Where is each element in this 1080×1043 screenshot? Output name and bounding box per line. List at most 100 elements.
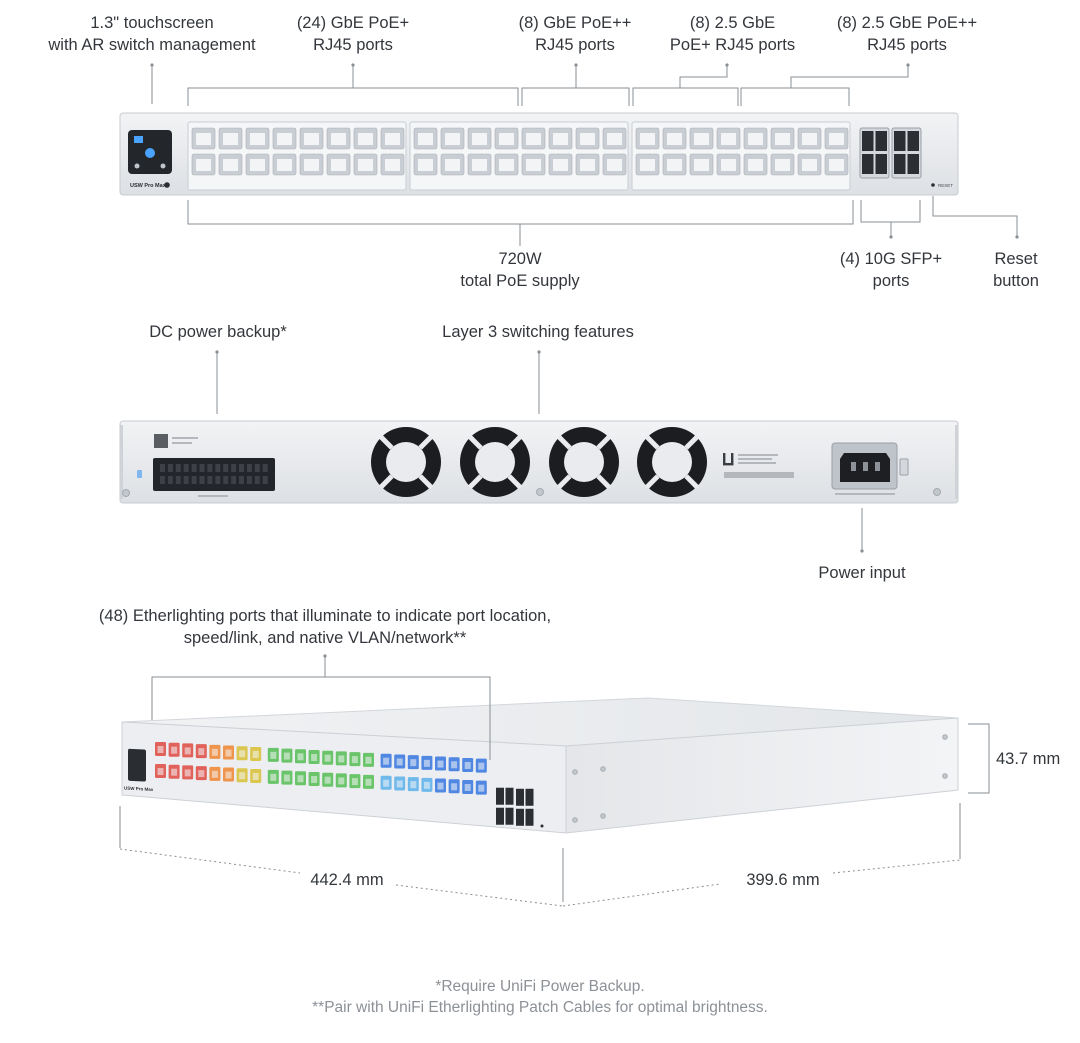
rj45-port-opening xyxy=(580,133,595,145)
callout-2-5gbe-poe-plus-dot xyxy=(725,63,729,67)
rj45-port-opening xyxy=(304,133,319,145)
label-2-5gbe-poe-plusplus: (8) 2.5 GbE PoE++ RJ45 ports xyxy=(836,14,978,54)
fan-grill-strut xyxy=(644,434,660,450)
etherlighting-port-opening xyxy=(437,782,444,790)
label-etherlighting: (48) Etherlighting ports that illuminate… xyxy=(98,607,552,647)
rj45-port-opening xyxy=(607,159,622,171)
rj45-port-opening xyxy=(418,159,433,171)
dc-pin xyxy=(191,464,197,472)
dc-pin xyxy=(175,464,181,472)
etherlighting-port-opening xyxy=(451,783,458,791)
dc-pin xyxy=(199,464,205,472)
label-dc-power-backup: DC power backup* xyxy=(149,323,287,341)
callout-power-input-dot xyxy=(860,549,864,553)
rear-callouts xyxy=(215,350,864,553)
rj45-port-opening xyxy=(553,133,568,145)
label-gbe-poe-plus: (24) GbE PoE+ RJ45 ports xyxy=(296,14,410,54)
ac-pin-center xyxy=(863,462,868,471)
dc-pin xyxy=(223,464,229,472)
sfp-cage[interactable] xyxy=(907,154,920,174)
rj45-port-opening xyxy=(331,133,346,145)
bracket-etherlighting xyxy=(151,676,491,760)
front-callouts xyxy=(150,63,1019,246)
etherlighting-port-opening xyxy=(283,752,290,760)
rj45-port-opening xyxy=(250,159,265,171)
rj45-port-opening xyxy=(223,159,238,171)
rj45-port-opening xyxy=(385,133,400,145)
iso-callouts xyxy=(119,654,990,907)
iso-model-label: USW Pro Max xyxy=(124,786,154,793)
power-switch[interactable] xyxy=(899,458,909,476)
etherlighting-port-opening xyxy=(324,776,331,784)
port-bank-2 xyxy=(409,121,629,191)
iso-sfp-cage xyxy=(516,788,524,806)
rj45-port-opening xyxy=(250,133,265,145)
callout-touchscreen-dot xyxy=(150,63,154,67)
etherlighting-port-opening xyxy=(211,770,218,778)
sfp-cage[interactable] xyxy=(875,131,888,151)
etherlighting-port-opening xyxy=(311,775,318,783)
etherlighting-port-opening xyxy=(423,759,430,767)
dc-pin xyxy=(231,476,237,484)
dc-pin xyxy=(183,464,189,472)
sfp-cage[interactable] xyxy=(907,131,920,151)
callout-etherlighting-dot xyxy=(323,654,327,658)
dc-power-connector[interactable] xyxy=(153,458,275,491)
dc-pin xyxy=(239,464,244,472)
etherlighting-port-opening xyxy=(311,753,318,761)
etherlighting-port-opening xyxy=(239,772,246,780)
label-touchscreen: 1.3" touchscreen with AR switch manageme… xyxy=(48,14,256,54)
etherlighting-port-opening xyxy=(324,754,331,762)
callout-2-5gbe-poe-plusplus xyxy=(790,65,909,88)
sfp-cage[interactable] xyxy=(862,154,874,174)
etherlighting-port-opening xyxy=(171,746,178,754)
fan-hub xyxy=(386,442,426,482)
bracket-2-5gbe-poe-plusplus xyxy=(740,87,850,106)
etherlighting-port-opening xyxy=(252,772,259,780)
etherlighting-port-opening xyxy=(171,768,178,776)
etherlighting-port-opening xyxy=(365,756,372,764)
etherlighting-port-opening xyxy=(225,771,232,779)
dimension-height xyxy=(968,723,990,794)
callout-layer3-dot xyxy=(537,350,541,354)
dc-pin xyxy=(207,476,213,484)
label-depth: 399.6 mm xyxy=(746,871,820,889)
etherlighting-port-opening xyxy=(478,784,485,792)
iso-sfp-cage xyxy=(525,788,534,806)
label-2-5gbe-poe-plus: (8) 2.5 GbE PoE+ RJ45 ports xyxy=(669,14,796,54)
port-bank-1 xyxy=(187,121,407,191)
rj45-port-opening xyxy=(472,133,487,145)
rj45-port-opening xyxy=(526,159,541,171)
sfp-cage[interactable] xyxy=(894,131,906,151)
fan-grill-strut xyxy=(467,474,483,490)
dc-pin xyxy=(199,476,205,484)
etherlighting-port-opening xyxy=(211,748,218,756)
rj45-port-opening xyxy=(775,159,790,171)
rj45-port-opening xyxy=(385,159,400,171)
bracket-sfp xyxy=(860,200,921,223)
sfp-cage[interactable] xyxy=(894,154,906,174)
iso-sfp-cage xyxy=(496,787,504,805)
label-gbe-poe-plusplus: (8) GbE PoE++ RJ45 ports xyxy=(518,14,632,54)
rj45-port-opening xyxy=(829,159,844,171)
footnote-patch-cables: **Pair with UniFi Etherlighting Patch Ca… xyxy=(312,999,768,1016)
rj45-port-opening xyxy=(775,133,790,145)
label-poe-supply: 720W total PoE supply xyxy=(460,250,580,290)
sfp-cage[interactable] xyxy=(875,154,888,174)
callout-dc-power-backup-dot xyxy=(215,350,219,354)
label-height: 43.7 mm xyxy=(996,750,1061,768)
iso-side-screws xyxy=(572,734,948,823)
bracket-2-5gbe-poe-plus xyxy=(632,87,739,106)
sfp-cage[interactable] xyxy=(862,131,874,151)
etherlighting-port-opening xyxy=(198,770,205,778)
dc-pin xyxy=(223,476,229,484)
rj45-port-opening xyxy=(553,159,568,171)
rj45-port-opening xyxy=(748,159,763,171)
reset-pinhole[interactable] xyxy=(931,183,935,187)
rj45-port-opening xyxy=(358,133,373,145)
iso-sfp-cages xyxy=(496,787,534,826)
etherlighting-port-opening xyxy=(297,753,304,761)
iso-sfp-cage xyxy=(516,808,524,826)
footnote-power-backup: *Require UniFi Power Backup. xyxy=(435,978,645,995)
